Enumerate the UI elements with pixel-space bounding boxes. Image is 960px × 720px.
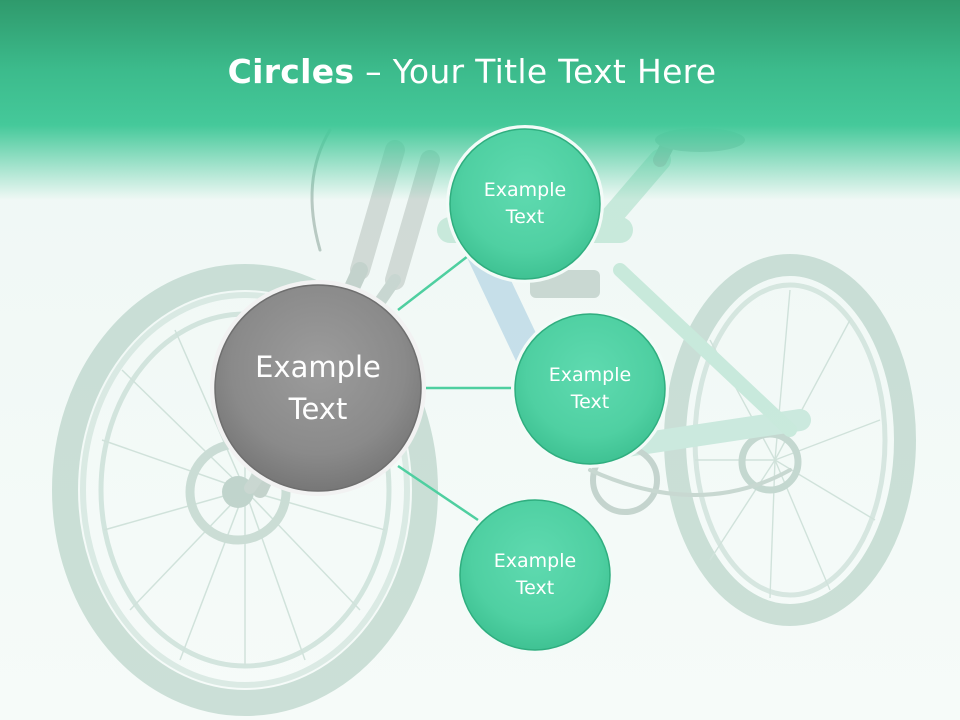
satellite-circle-1-shape	[446, 125, 604, 283]
satellite-label-3: Example Text	[493, 550, 577, 599]
satellite-label-2: Example Text	[548, 364, 632, 413]
title-bold: Circles	[227, 52, 355, 91]
title-rest: – Your Title Text Here	[354, 52, 717, 91]
satellite-label-1: Example Text	[483, 179, 567, 228]
satellite-circle-2-shape	[511, 310, 669, 468]
satellite-circle-3-shape	[456, 496, 614, 654]
connector-line-3	[397, 464, 479, 522]
connector-line-1	[397, 255, 469, 311]
main-circle-label: Example Text	[255, 349, 381, 426]
main-circle-shape	[210, 280, 426, 496]
slide-title: Circles – Your Title Text Here	[0, 52, 944, 91]
